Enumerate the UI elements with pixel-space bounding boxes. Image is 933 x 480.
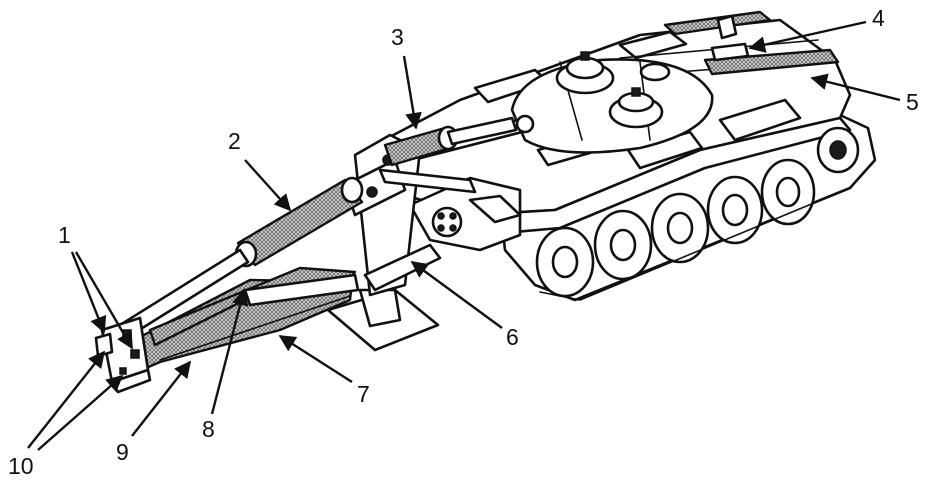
callout-6: 6 (410, 261, 519, 350)
callout-5: 5 (810, 73, 919, 115)
leader-10a (27, 350, 106, 449)
callout-10: 10 (8, 350, 124, 479)
leader-6 (410, 261, 503, 329)
leader-1a (70, 251, 107, 334)
leader-1b (74, 251, 134, 350)
callout-1: 1 (58, 222, 134, 350)
callout-label-7: 7 (357, 381, 370, 407)
callout-label-3: 3 (391, 24, 404, 50)
road-wheels (535, 126, 860, 301)
callout-label-8: 8 (202, 416, 215, 442)
callout-7: 7 (278, 334, 370, 407)
hydraulic-cylinder-3 (383, 116, 518, 167)
leader-3 (402, 55, 422, 130)
lift-arm-frame (343, 133, 477, 297)
leader-2 (244, 159, 292, 212)
callout-label-1: 1 (58, 222, 71, 248)
leader-10b (37, 374, 124, 451)
callout-label-10: 10 (8, 453, 34, 479)
leader-5 (810, 73, 901, 102)
front-plate-hitch (408, 176, 522, 252)
leader-7 (278, 334, 353, 384)
callout-label-6: 6 (506, 324, 519, 350)
callout-label-4: 4 (872, 5, 885, 31)
callout-3: 3 (391, 24, 422, 130)
leader-9 (131, 360, 192, 437)
callout-label-9: 9 (116, 439, 129, 465)
callout-2: 2 (228, 128, 292, 212)
callout-label-2: 2 (228, 128, 241, 154)
hydraulic-cylinder-2 (118, 176, 364, 339)
leader-4 (748, 20, 867, 53)
callout-9: 9 (116, 360, 192, 465)
callout-4: 4 (748, 5, 885, 53)
callout-8: 8 (202, 288, 249, 442)
engine-deck-grille (663, 10, 840, 76)
leader-8 (210, 288, 249, 415)
callout-label-5: 5 (906, 89, 919, 115)
